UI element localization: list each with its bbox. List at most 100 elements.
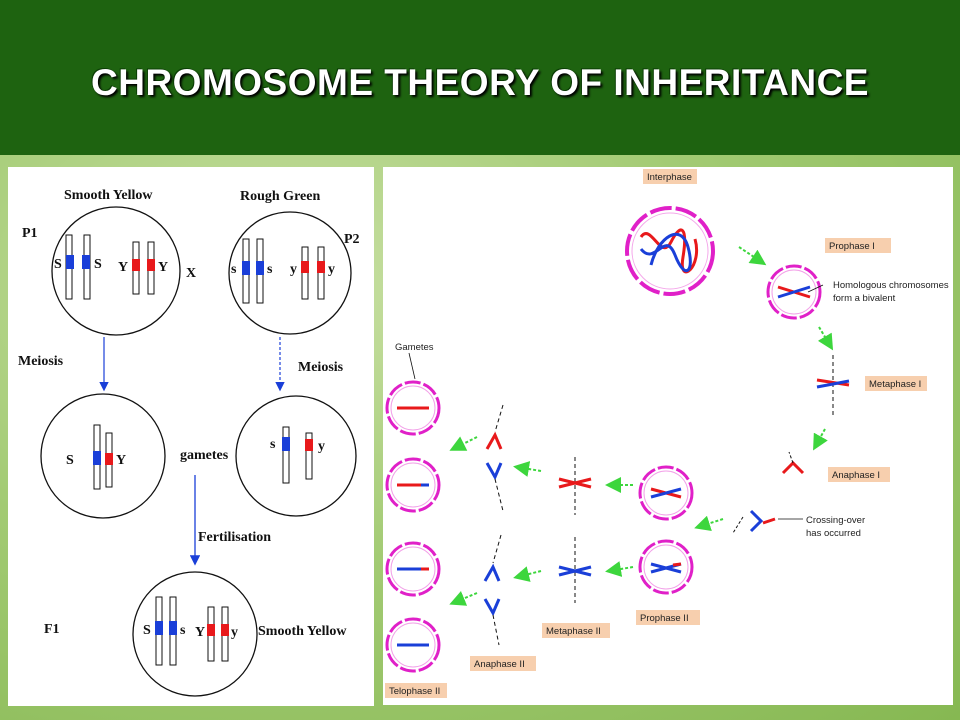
pointer-line [807, 284, 824, 293]
p1-phenotype-label: Smooth Yellow [64, 188, 153, 203]
gamete-cell-2 [235, 395, 357, 517]
allele-band-Y [105, 453, 113, 465]
mendelian-cross-svg: Smooth Yellow P1 S S Y Y X Rough Green P… [18, 188, 360, 697]
allele-band-y [221, 624, 229, 636]
spindle-fiber [788, 451, 794, 464]
allele-band-y [305, 439, 313, 451]
red-chromosome-segment [762, 517, 776, 525]
allele-label: S [94, 257, 102, 272]
blue-chromosome [777, 285, 811, 299]
allele-label: y [231, 625, 238, 640]
allele-label: Y [158, 260, 168, 275]
red-chromosome [558, 477, 592, 489]
red-segment [672, 562, 682, 567]
prophase1-label: Prophase I [829, 241, 875, 252]
stage-label-box [828, 467, 890, 482]
blue-chromosome [558, 565, 592, 577]
f1-label: F1 [44, 622, 60, 637]
allele-label: S [66, 453, 74, 468]
blue-chromosome [749, 509, 764, 533]
spindle-fiber [494, 404, 504, 433]
interphase-cell-inner [631, 212, 709, 290]
allele-label: Y [118, 260, 128, 275]
green-arrow [738, 246, 767, 266]
spindle-fiber [492, 534, 502, 564]
gametes-label: gametes [180, 448, 229, 463]
blue-chromosome [483, 598, 501, 617]
p2-chromosomes: s s y y [231, 238, 335, 304]
gametes-label: Gametes [395, 342, 434, 353]
green-arrow [694, 515, 724, 531]
metaphase1-label: Metaphase I [869, 379, 921, 390]
red-chromosome [485, 431, 503, 450]
allele-band-S [82, 255, 90, 269]
allele-band-y [317, 261, 325, 273]
green-arrow [817, 326, 834, 351]
green-arrow [513, 566, 542, 582]
stage-label-box [385, 683, 447, 698]
allele-label: y [290, 262, 297, 277]
stage-label-box [542, 623, 610, 638]
bivalent-note-line2: form a bivalent [833, 293, 896, 304]
f1-cell [132, 571, 258, 697]
pointer-line [408, 352, 416, 380]
green-arrow [605, 561, 634, 577]
allele-band-s [256, 261, 264, 275]
f1-chromosomes: S s Y y [143, 596, 238, 666]
spindle-fiber [732, 516, 744, 534]
allele-band-S [93, 451, 101, 465]
red-chromosome [781, 460, 805, 475]
allele-band-Y [132, 259, 140, 271]
p1-label: P1 [22, 226, 38, 241]
allele-band-s [282, 437, 290, 451]
spindle-fiber [494, 478, 504, 512]
p1-cell [51, 206, 181, 336]
p2-cell [228, 211, 352, 335]
meiosis-label-left: Meiosis [18, 354, 64, 369]
green-arrow [449, 591, 478, 606]
allele-label: y [328, 262, 335, 277]
allele-band-Y [207, 624, 215, 636]
blue-chromosome [650, 487, 682, 499]
crossing-note-line2: has occurred [806, 528, 861, 539]
blue-chromosome [485, 462, 503, 481]
allele-band-Y [147, 259, 155, 271]
allele-band-S [155, 621, 163, 635]
allele-label: Y [116, 453, 126, 468]
blue-chromosome [816, 379, 850, 389]
allele-band-S [66, 255, 74, 269]
green-arrow [813, 428, 828, 451]
stage-label-box [865, 376, 927, 391]
allele-label: Y [195, 625, 205, 640]
green-arrow [449, 436, 478, 451]
crossing-note-line1: Crossing-over [806, 515, 865, 526]
p2-phenotype-label: Rough Green [240, 189, 320, 204]
anaphase2-label: Anaphase II [474, 659, 525, 670]
blue-chromatin [639, 232, 692, 273]
allele-band-s [242, 261, 250, 275]
f1-phenotype-label: Smooth Yellow [258, 624, 347, 639]
allele-band-s [169, 621, 177, 635]
metaphase2-label: Metaphase II [546, 626, 601, 637]
telophase2-label: Telophase II [389, 686, 440, 697]
allele-label: y [318, 439, 325, 454]
blue-chromosome [483, 563, 501, 582]
slide-title: CHROMOSOME THEORY OF INHERITANCE [91, 61, 869, 103]
chromosome [282, 426, 290, 484]
stage-label-box [825, 238, 891, 253]
gamete-cell-1 [40, 393, 166, 519]
meiosis-stages-svg: Interphase Prophase I Homologous chromos… [385, 169, 949, 698]
allele-label: s [267, 262, 273, 277]
red-chromatin [639, 228, 698, 274]
mendelian-cross-diagram: Smooth Yellow P1 S S Y Y X Rough Green P… [8, 167, 374, 706]
allele-label: S [143, 623, 151, 638]
stage-label-box [636, 610, 700, 625]
meiosis-label-right: Meiosis [298, 360, 344, 375]
meiosis-stages-diagram: Interphase Prophase I Homologous chromos… [383, 167, 953, 705]
spindle-fiber [492, 614, 500, 646]
cross-symbol: X [186, 266, 196, 281]
p2-label: P2 [344, 232, 360, 247]
stage-label-box [470, 656, 536, 671]
chromosome [305, 432, 313, 480]
interphase-cell [625, 206, 715, 296]
